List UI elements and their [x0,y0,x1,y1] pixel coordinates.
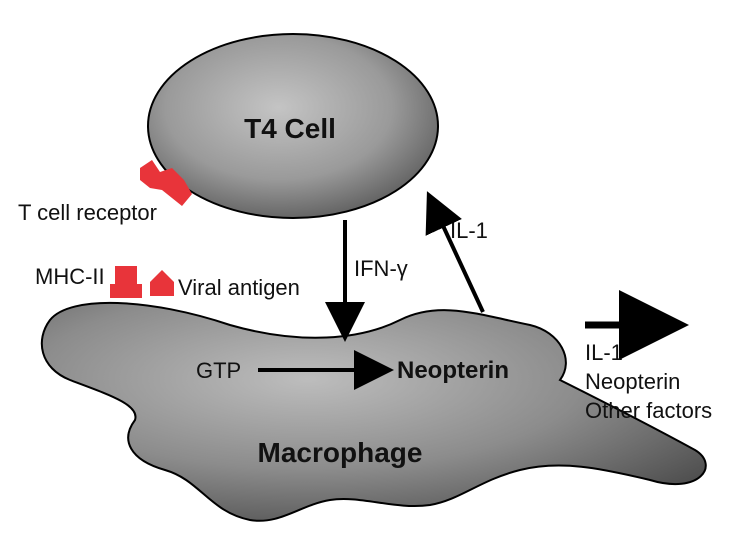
il1-arrow [425,191,485,313]
t4-cell-label: T4 Cell [244,113,336,144]
t-cell-receptor-label: T cell receptor [18,200,157,225]
mhc-ii-marker [110,266,142,298]
t4-cell [147,33,439,219]
viral-antigen-marker [150,270,174,296]
neopterin-label: Neopterin [397,357,509,384]
output-neopterin: Neopterin [585,369,680,394]
output-other-factors: Other factors [585,398,712,423]
ifn-gamma-label: IFN-γ [354,256,408,281]
output-il1: IL-1 [585,340,623,365]
viral-antigen-label: Viral antigen [178,275,300,300]
mhc-ii-label: MHC-II [35,264,105,289]
t-cell-receptor-marker [140,160,192,206]
macrophage-cell [40,301,707,522]
macrophage-label: Macrophage [258,437,423,468]
gtp-label: GTP [196,358,241,383]
il1-label: IL-1 [450,218,488,243]
